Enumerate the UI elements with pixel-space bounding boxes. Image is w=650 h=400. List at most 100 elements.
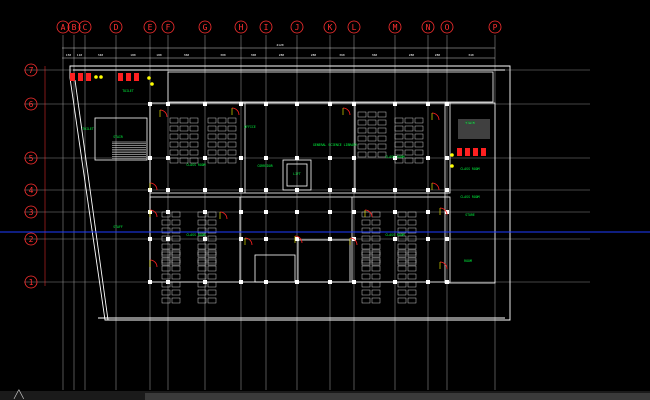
structural-column bbox=[352, 102, 356, 106]
desk bbox=[414, 125, 424, 132]
desk bbox=[179, 141, 189, 148]
grid-bubble bbox=[24, 151, 38, 165]
structural-column bbox=[352, 188, 356, 192]
status-bar bbox=[0, 391, 650, 400]
room-label: TOILET bbox=[122, 89, 134, 93]
desk bbox=[207, 219, 217, 226]
door-swing bbox=[294, 235, 303, 244]
segment-dimension-text: 280 bbox=[279, 53, 285, 57]
desk bbox=[397, 227, 407, 234]
desk bbox=[371, 297, 381, 304]
grid-bubble-label: P bbox=[493, 23, 498, 32]
structural-column bbox=[445, 156, 449, 160]
structural-column bbox=[393, 237, 397, 241]
grid-bubble-label: 6 bbox=[29, 100, 34, 109]
door-swing bbox=[439, 261, 448, 270]
desk bbox=[171, 227, 181, 234]
grid-bubble bbox=[421, 20, 435, 34]
desk bbox=[407, 219, 417, 226]
structural-column bbox=[426, 237, 430, 241]
desk bbox=[227, 125, 237, 132]
structural-column bbox=[393, 280, 397, 284]
desk bbox=[179, 133, 189, 140]
grid-bubble-label: C bbox=[83, 23, 88, 32]
desk bbox=[161, 211, 171, 218]
grid-bubble-label: N bbox=[426, 23, 431, 32]
desk bbox=[217, 125, 227, 132]
desk bbox=[171, 297, 181, 304]
desk bbox=[161, 297, 171, 304]
structural-column bbox=[328, 156, 332, 160]
desk bbox=[371, 273, 381, 280]
desk bbox=[179, 125, 189, 132]
structural-column bbox=[239, 210, 243, 214]
desk bbox=[357, 111, 367, 118]
desk bbox=[207, 149, 217, 156]
structural-column bbox=[445, 188, 449, 192]
desk bbox=[171, 235, 181, 242]
structural-column bbox=[203, 156, 207, 160]
grid-bubble bbox=[347, 20, 361, 34]
grid-bubble-label: L bbox=[352, 23, 357, 32]
structural-column bbox=[166, 156, 170, 160]
command-line-strip[interactable] bbox=[145, 393, 650, 400]
desk bbox=[394, 133, 404, 140]
desk bbox=[371, 257, 381, 264]
grid-bubble-label: H bbox=[239, 23, 244, 32]
desk bbox=[161, 273, 171, 280]
desk bbox=[171, 219, 181, 226]
grid-bubble bbox=[259, 20, 273, 34]
room-label: STORE bbox=[465, 213, 475, 217]
grid-bubble-label: B bbox=[72, 23, 77, 32]
structural-column bbox=[426, 210, 430, 214]
structural-column bbox=[426, 102, 430, 106]
desk bbox=[397, 249, 407, 256]
desk bbox=[361, 273, 371, 280]
desk bbox=[197, 273, 207, 280]
desk bbox=[407, 257, 417, 264]
stair-treads bbox=[112, 119, 490, 159]
grid-bubble-label: G bbox=[203, 23, 208, 32]
desk bbox=[377, 135, 387, 142]
segment-dimension-text: 280 bbox=[409, 53, 415, 57]
desk bbox=[361, 265, 371, 272]
grid-bubble bbox=[323, 20, 337, 34]
desk bbox=[394, 125, 404, 132]
desk bbox=[169, 141, 179, 148]
desk bbox=[357, 119, 367, 126]
desk bbox=[414, 117, 424, 124]
desk bbox=[217, 133, 227, 140]
desk bbox=[367, 143, 377, 150]
desk bbox=[189, 133, 199, 140]
grid-bubble bbox=[488, 20, 502, 34]
structural-column bbox=[148, 237, 152, 241]
desk bbox=[397, 211, 407, 218]
desk bbox=[179, 157, 189, 164]
room-label: ROOM bbox=[464, 259, 472, 263]
desk bbox=[407, 243, 417, 250]
desk bbox=[394, 157, 404, 164]
segment-dimension-text: 340 bbox=[468, 53, 474, 57]
desk bbox=[197, 265, 207, 272]
grid-bubble bbox=[24, 183, 38, 197]
room-label: CLASS ROOM bbox=[460, 167, 479, 171]
structural-column bbox=[352, 156, 356, 160]
desk bbox=[197, 227, 207, 234]
door-swing bbox=[431, 182, 440, 191]
desk bbox=[404, 157, 414, 164]
segment-dimension-text: 360 bbox=[372, 53, 378, 57]
desk bbox=[207, 227, 217, 234]
desk bbox=[161, 249, 171, 256]
desk bbox=[227, 117, 237, 124]
structural-column bbox=[264, 188, 268, 192]
desk bbox=[171, 211, 181, 218]
grid-bubble-label: M bbox=[393, 23, 398, 32]
structural-column bbox=[352, 280, 356, 284]
grid-bubble-label: O bbox=[445, 23, 450, 32]
desk bbox=[377, 127, 387, 134]
desk bbox=[169, 149, 179, 156]
desk bbox=[377, 151, 387, 158]
segment-dimension-text: 110 bbox=[77, 53, 83, 57]
segment-dimension-text: 360 bbox=[339, 53, 345, 57]
